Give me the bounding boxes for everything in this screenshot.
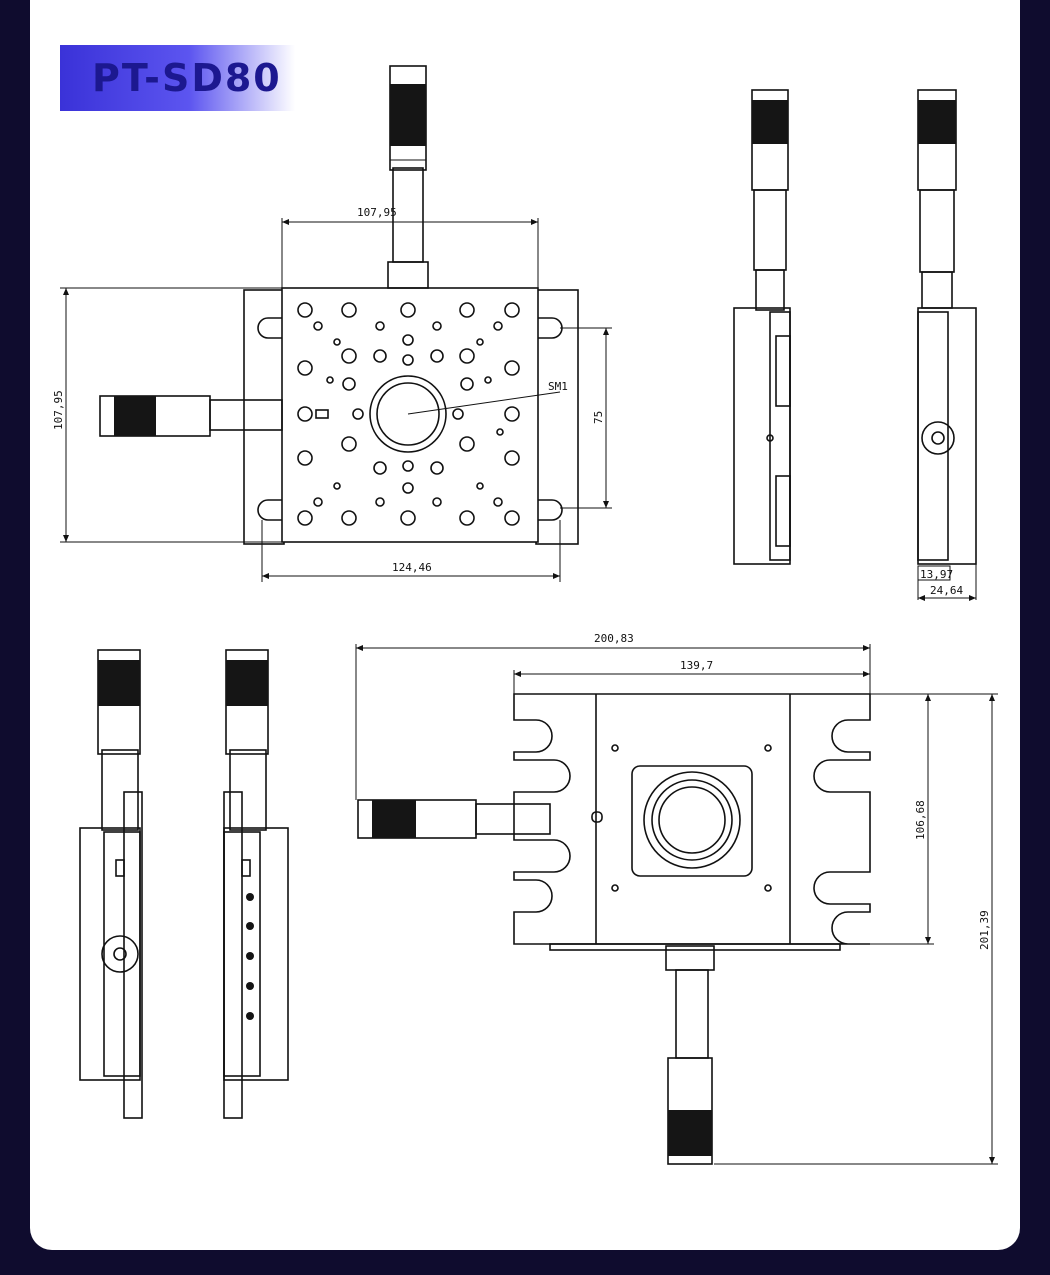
product-title: PT-SD80 [92, 56, 282, 100]
side-view-a [733, 89, 791, 565]
base-plate [513, 693, 871, 945]
dim-side-offset: 13,97 [920, 568, 953, 581]
mounting-holes [297, 302, 520, 526]
dim-plate-height: 106,68 [914, 800, 927, 840]
dim-plate-width: 139,7 [680, 659, 713, 672]
side-view-c [79, 649, 143, 1119]
left-micrometer [99, 395, 283, 437]
top-micrometer [387, 65, 429, 289]
bottom-view: 200,83 139,7 106,68 201,39 [355, 632, 998, 1165]
dim-left-height: 107,95 [52, 390, 65, 430]
dim-top-width: 107,95 [357, 206, 397, 219]
side-view-b: 13,97 24,64 [917, 89, 977, 601]
side-view-d [223, 649, 289, 1119]
drawing-card [30, 0, 1020, 1250]
dim-bottom-width: 124,46 [392, 561, 432, 574]
left-flange [243, 289, 285, 545]
dim-side-depth: 24,64 [930, 584, 963, 597]
dim-hole-spacing: 75 [592, 411, 605, 424]
stage-plate [281, 287, 539, 543]
top-view: SM1 107,95 107,95 124,46 75 [52, 65, 612, 582]
title-badge: PT-SD80 [60, 45, 295, 111]
dim-overall-width: 200,83 [594, 632, 634, 645]
thread-label: SM1 [548, 380, 568, 393]
dim-overall-height: 201,39 [978, 910, 991, 950]
